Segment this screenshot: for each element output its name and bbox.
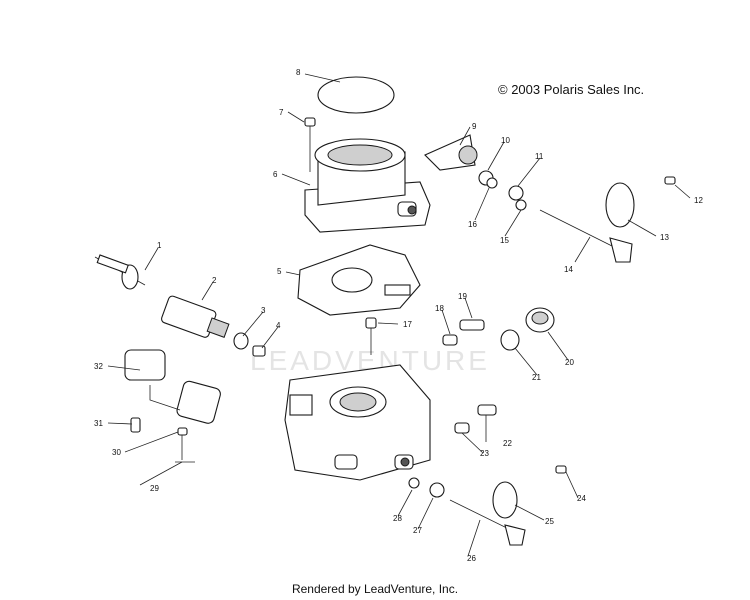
callout-6: 6 [273,170,278,179]
callout-12: 12 [694,196,703,205]
part-18-spring [442,334,458,346]
part-24-screw [555,465,567,474]
part-13-plate [605,182,635,228]
part-26-shaft [449,499,526,546]
callout-10: 10 [501,136,510,145]
callout-9: 9 [472,122,477,131]
part-6-top-body [304,138,431,233]
callout-3: 3 [261,306,266,315]
callout-5: 5 [277,267,282,276]
part-31-plunger [130,417,141,433]
callout-28: 28 [393,514,402,523]
callout-4: 4 [276,321,281,330]
callout-25: 25 [545,517,554,526]
part-11-washer [508,185,524,201]
part-28-washer [408,477,420,489]
part-1-jet [94,254,146,290]
part-27-bushing [429,482,445,498]
part-2-solenoid [161,295,230,338]
part-23-spring [454,422,470,434]
callout-13: 13 [660,233,669,242]
main-carburetor-body [284,364,431,481]
callout-23: 23 [480,449,489,458]
callout-24: 24 [577,494,586,503]
callout-8: 8 [296,68,301,77]
callout-16: 16 [468,220,477,229]
callout-22: 22 [503,439,512,448]
callout-2: 2 [212,276,217,285]
part-4-fitting [252,345,266,357]
callout-17: 17 [403,320,412,329]
part-8-gasket [317,76,395,114]
callout-20: 20 [565,358,574,367]
callout-15: 15 [500,236,509,245]
part-5-gasket [297,244,421,316]
part-15-washer [515,199,527,211]
callout-21: 21 [532,373,541,382]
callout-18: 18 [435,304,444,313]
callout-14: 14 [564,265,573,274]
part-22-screw [477,404,497,416]
callout-29: 29 [150,484,159,493]
part-9-bracket [424,134,478,171]
part-20-plug [525,307,555,333]
part-12-screw [664,176,676,185]
footer-credit: Rendered by LeadVenture, Inc. [291,582,459,596]
leader-lines [107,73,691,557]
part-32-cover [124,349,221,424]
callout-30: 30 [112,448,121,457]
part-14-shaft [539,209,633,263]
part-3-o-ring [233,332,249,350]
callout-7: 7 [279,108,284,117]
callout-26: 26 [467,554,476,563]
callout-31: 31 [94,419,103,428]
part-25-plate [492,481,518,519]
part-7-screw [304,117,316,172]
copyright-notice: © 2003 Polaris Sales Inc. [498,82,645,97]
part-19-screw [459,319,485,331]
part-30-screw [177,427,188,460]
part-17-screw [365,317,377,355]
callout-27: 27 [413,526,422,535]
part-21-o-ring [500,329,520,351]
part-16-spring [486,177,498,189]
callout-32: 32 [94,362,103,371]
callout-1: 1 [157,241,162,250]
callout-19: 19 [458,292,467,301]
callout-11: 11 [535,152,544,161]
callout-labels: 8 7 6 5 1 2 3 4 32 31 30 29 9 10 11 12 1… [94,68,703,563]
